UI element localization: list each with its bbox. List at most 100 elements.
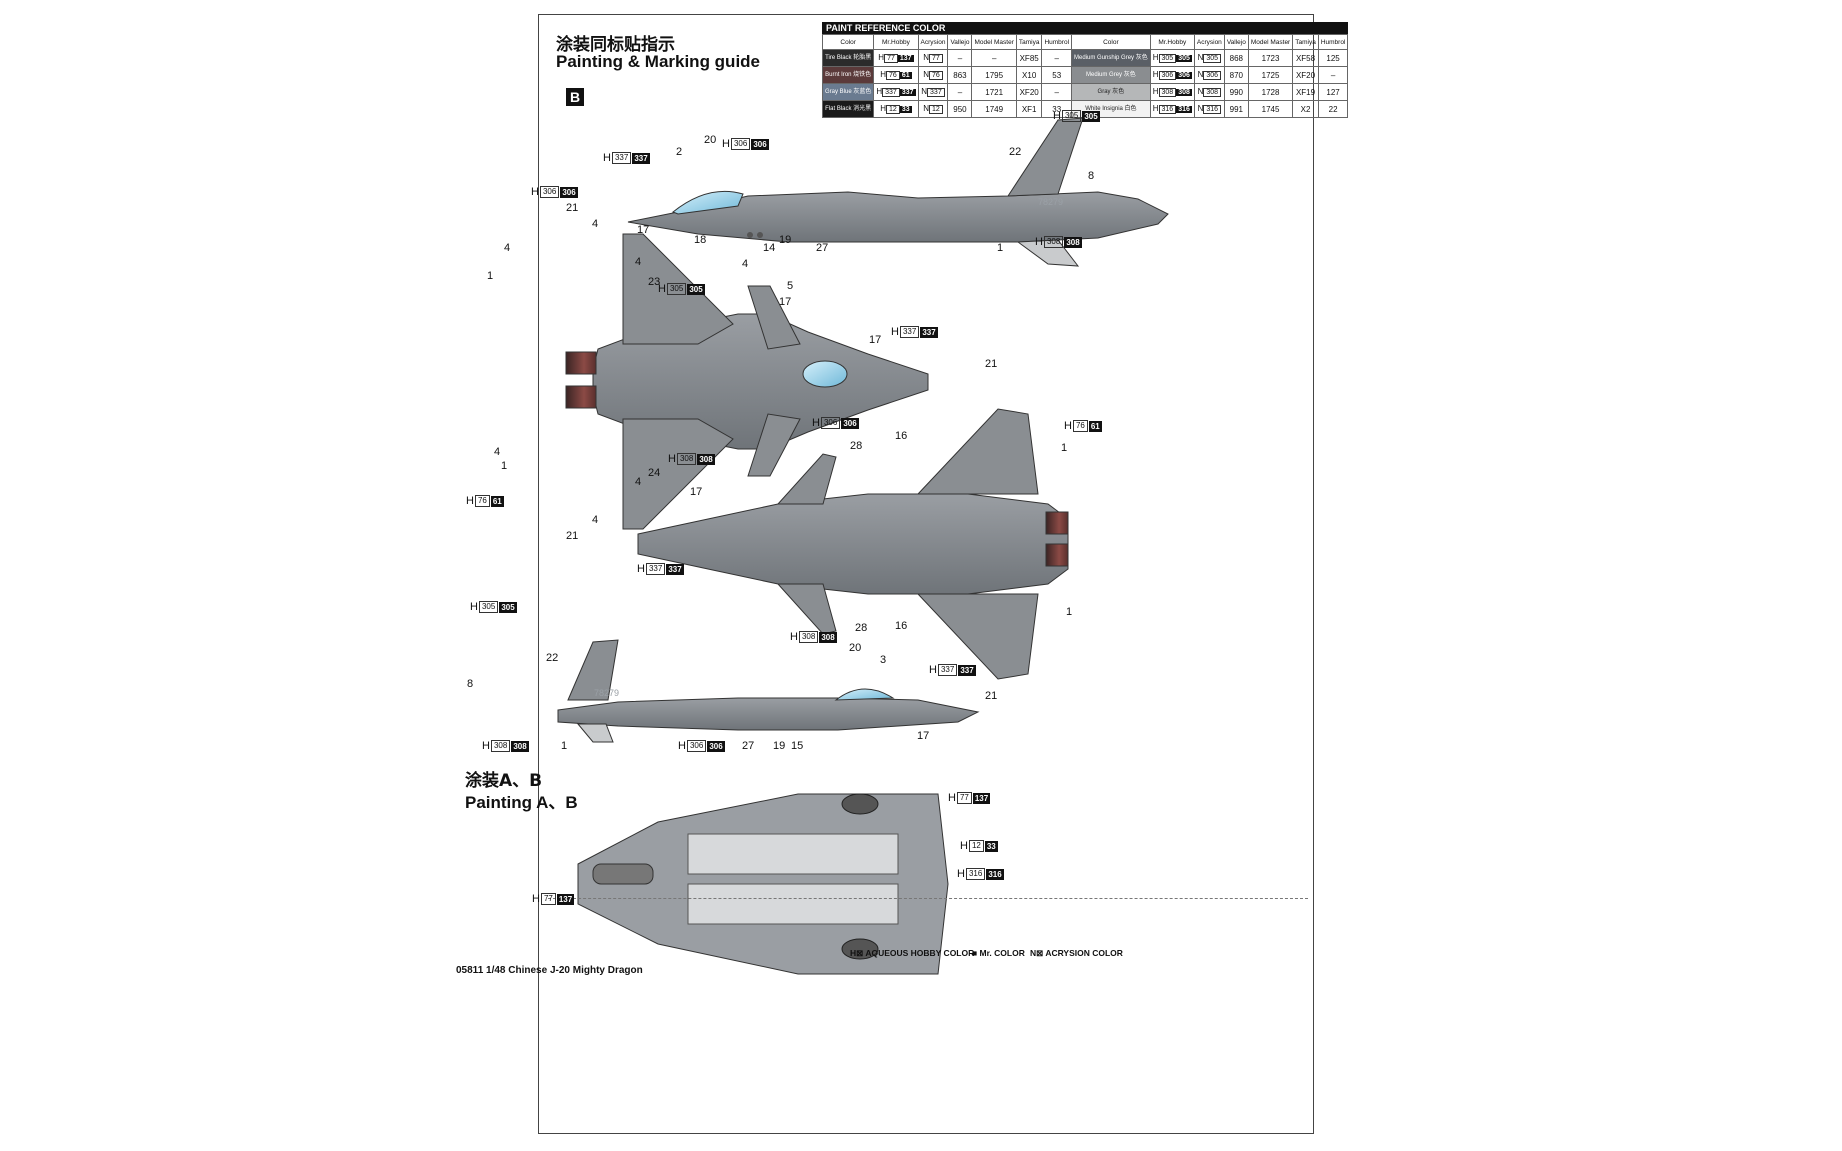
- callout: 24: [648, 467, 661, 479]
- callout: 2: [676, 146, 683, 158]
- code-box: 337: [882, 88, 900, 97]
- paint-cell: Gray Blue 灰蓝色: [821, 83, 875, 101]
- callout: 4: [592, 514, 599, 526]
- title-en: Painting & Marking guide: [556, 52, 761, 71]
- code-black: 33: [984, 840, 998, 852]
- code-black: 61: [490, 495, 504, 507]
- code-black: 316: [986, 868, 1004, 880]
- title-cn: 涂装同标贴指示: [556, 35, 675, 55]
- code-black: 305: [687, 283, 705, 295]
- weapons-bay-view: [577, 793, 949, 975]
- callout: 21: [985, 358, 998, 370]
- callout: 3: [880, 654, 887, 666]
- callout: 17: [637, 224, 650, 236]
- scheme-badge: B: [566, 88, 584, 106]
- paint-table-caption: PAINT REFERENCE COLOR: [822, 22, 1349, 34]
- paint-cell: Medium Gunship Grey 灰色: [1071, 49, 1151, 67]
- callout: 1: [1066, 606, 1073, 618]
- paint-cell: 1749: [971, 100, 1017, 118]
- callout: 20: [849, 642, 862, 654]
- code-box: 305: [1061, 110, 1082, 122]
- code-box: 306: [1158, 71, 1177, 80]
- code-box: 305: [1203, 54, 1222, 63]
- code-box: 76: [1072, 420, 1088, 432]
- callout: 4: [592, 218, 599, 230]
- code-black: 308: [697, 453, 715, 465]
- code-box: 77: [928, 54, 943, 63]
- code-black: 337: [920, 326, 938, 338]
- section2-title-en: Painting A、B: [465, 793, 578, 812]
- callout: 1: [997, 242, 1004, 254]
- callout: 20: [704, 134, 717, 146]
- code-box: 337: [645, 563, 666, 575]
- code-box: 308: [676, 453, 697, 465]
- code-black: 306: [560, 186, 578, 198]
- callout: 27: [742, 740, 755, 752]
- callout: 4: [635, 256, 642, 268]
- callout: 28: [850, 440, 863, 452]
- code-box: 76: [928, 71, 943, 80]
- code-box: 306: [539, 186, 560, 198]
- code-black: 316: [1176, 106, 1192, 113]
- callout: 4: [504, 242, 511, 254]
- footer-product: 05811 1/48 Chinese J-20 Mighty Dragon: [456, 965, 643, 976]
- paint-cell: 22: [1317, 100, 1349, 118]
- callout: 4: [635, 476, 642, 488]
- callout: 18: [694, 234, 707, 246]
- paint-reference-table: PAINT REFERENCE COLOR Color Mr.Hobby Acr…: [821, 22, 1349, 118]
- code-box: 337: [937, 664, 958, 676]
- callout: 28: [855, 622, 868, 634]
- code-black: 137: [972, 792, 991, 804]
- code-box: 305: [1158, 54, 1177, 63]
- top-view: [565, 233, 929, 530]
- code-box: 76: [474, 495, 490, 507]
- intake-detail: [747, 232, 753, 238]
- code-box: 306: [686, 740, 707, 752]
- callout: 17: [779, 296, 792, 308]
- code-black: 308: [511, 740, 529, 752]
- code-box: 316: [1158, 105, 1177, 114]
- callout: 8: [1088, 170, 1095, 182]
- callout: 4: [494, 446, 501, 458]
- callout: 22: [546, 652, 559, 664]
- code-black: 61: [1088, 420, 1102, 432]
- callout: 1: [561, 740, 568, 752]
- side-view-right: 78279: [557, 639, 980, 743]
- paint-cell: 1745: [1247, 100, 1294, 118]
- paint-cell: Burnt Iron 烧铁色: [821, 66, 875, 84]
- paint-cell: –: [1317, 66, 1349, 84]
- legend-mr: ■ Mr. COLOR: [972, 948, 1025, 958]
- callout: 15: [791, 740, 804, 752]
- callout: 17: [917, 730, 930, 742]
- code-box: 308: [490, 740, 511, 752]
- callout: 1: [501, 460, 508, 472]
- code-box: 337: [927, 88, 945, 97]
- code-box: 305: [478, 601, 499, 613]
- paint-cell: 127: [1317, 83, 1349, 101]
- code-black: 137: [897, 55, 914, 62]
- legend-acrysion-label: ACRYSION COLOR: [1045, 948, 1123, 958]
- code-box: 316: [965, 868, 986, 880]
- code-black: 337: [666, 563, 684, 575]
- callout: 21: [566, 530, 579, 542]
- legend-acrysion: N⊠ ACRYSION COLOR: [1030, 948, 1123, 958]
- paint-cell: 33: [1041, 100, 1073, 118]
- callout: 17: [869, 334, 882, 346]
- callout: 1: [1061, 442, 1068, 454]
- callout: 16: [895, 620, 908, 632]
